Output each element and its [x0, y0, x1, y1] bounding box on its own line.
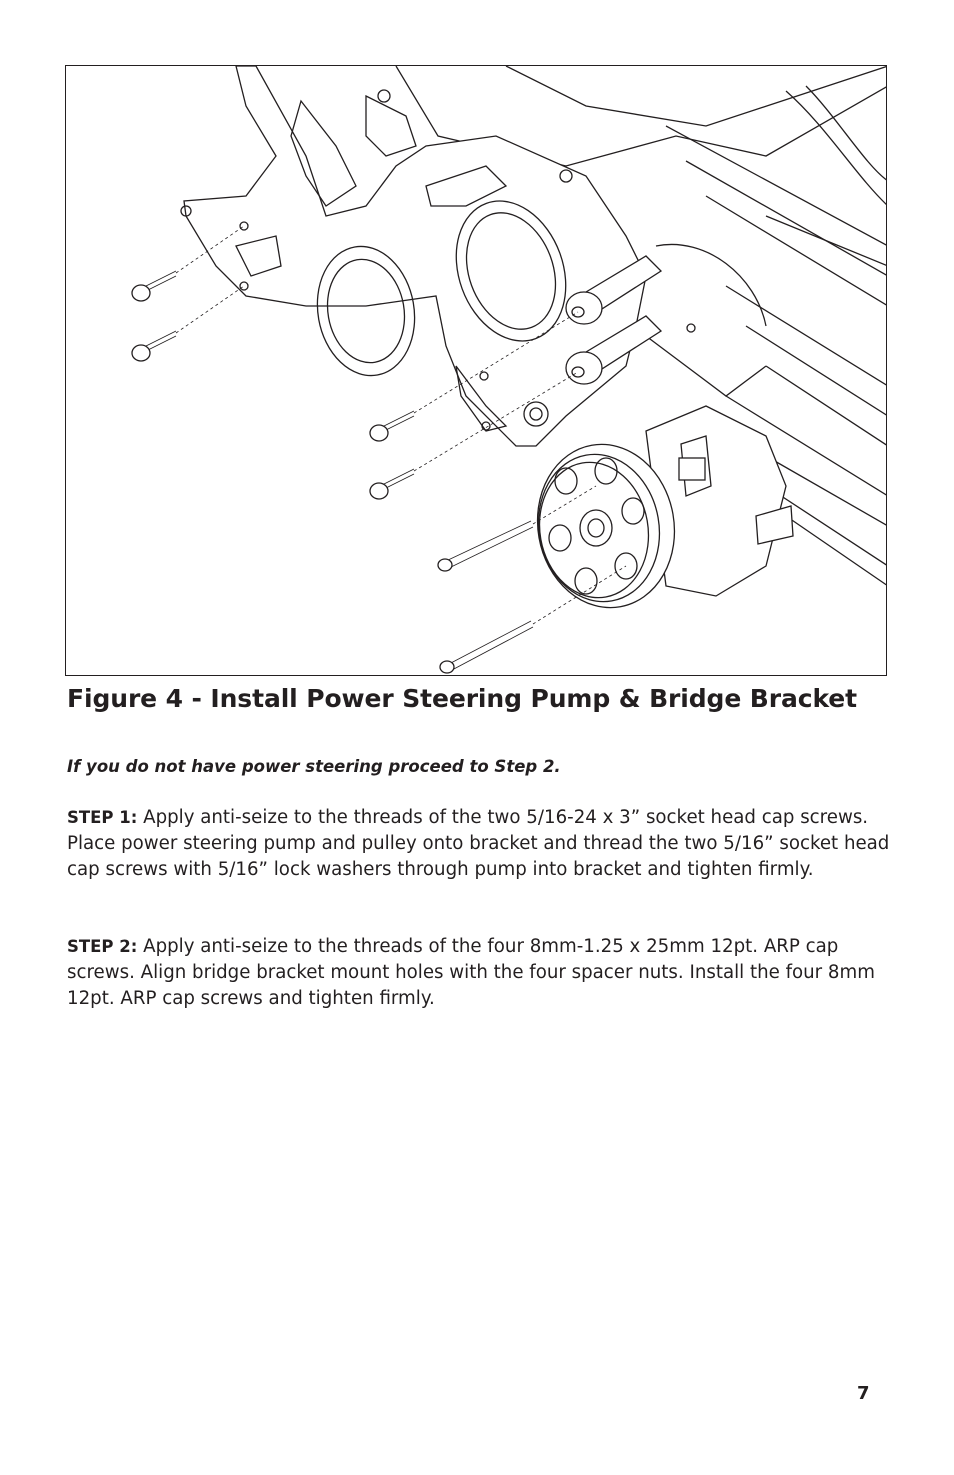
- exploded-view-drawing: [131, 66, 886, 674]
- step-1-label: STEP 1:: [67, 808, 138, 827]
- socket-head-cap-screws: [437, 485, 627, 674]
- pulley: [536, 443, 676, 609]
- power-steering-pump: [645, 405, 794, 597]
- arp-cap-screws: [131, 225, 579, 500]
- step-2-label: STEP 2:: [67, 937, 138, 956]
- step-1: STEP 1: Apply anti-seize to the threads …: [67, 805, 892, 883]
- spacer-nuts: [565, 255, 663, 385]
- step-2-text: Apply anti-seize to the threads of the f…: [67, 936, 875, 1009]
- engine-housing: [395, 66, 886, 586]
- step-2: STEP 2: Apply anti-seize to the threads …: [67, 934, 892, 1012]
- figure-illustration: [65, 65, 887, 676]
- bracket-plate: [180, 66, 696, 447]
- page-number: 7: [857, 1383, 870, 1404]
- power-steering-note: If you do not have power steering procee…: [67, 757, 561, 776]
- figure-caption: Figure 4 - Install Power Steering Pump &…: [67, 684, 858, 713]
- step-1-text: Apply anti-seize to the threads of the t…: [67, 807, 890, 880]
